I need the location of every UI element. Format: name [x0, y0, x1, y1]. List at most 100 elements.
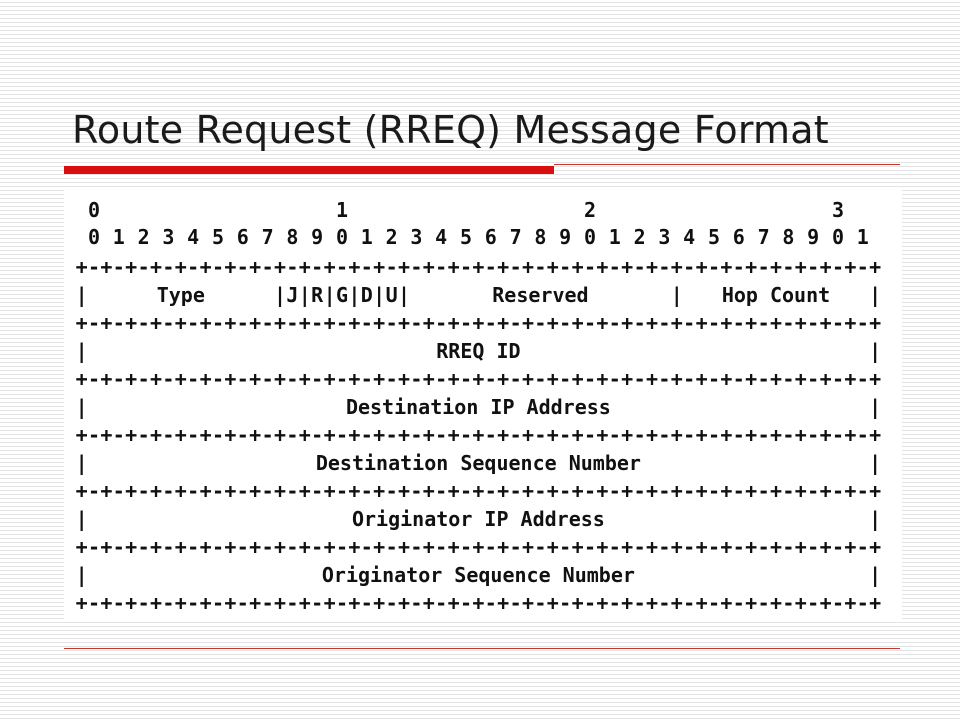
separator-plus: + [100, 255, 112, 279]
separator-dash: - [758, 255, 770, 279]
separator-plus: + [497, 479, 509, 503]
separator-plus: + [472, 311, 484, 335]
separator-plus: + [125, 591, 137, 615]
separator-dash: - [634, 367, 646, 391]
separator-plus: + [497, 367, 509, 391]
separator-plus: + [200, 367, 212, 391]
separator-dash: - [311, 479, 323, 503]
separator-dash: - [832, 591, 844, 615]
separator-plus: + [770, 255, 782, 279]
separator-plus: + [572, 311, 584, 335]
separator-plus: + [869, 591, 881, 615]
separator-plus: + [646, 535, 658, 559]
separator-dash: - [758, 423, 770, 447]
separator-plus: + [274, 311, 286, 335]
separator-dash: - [435, 423, 447, 447]
separator-plus: + [100, 311, 112, 335]
separator-plus: + [696, 535, 708, 559]
separator-dash: - [138, 423, 150, 447]
separator-plus: + [844, 423, 856, 447]
separator-plus: + [696, 423, 708, 447]
separator-dash: - [410, 423, 422, 447]
separator-plus: + [770, 479, 782, 503]
slide-title: Route Request (RREQ) Message Format [72, 108, 829, 152]
separator-dash: - [534, 591, 546, 615]
separator-plus: + [820, 535, 832, 559]
packet-row: ||Originator IP Address [76, 507, 882, 531]
separator-dash: - [683, 535, 695, 559]
separator-dash: - [510, 479, 522, 503]
separator-dash: - [361, 591, 373, 615]
separator-plus: + [547, 535, 559, 559]
separator-plus: + [497, 591, 509, 615]
separator-plus: + [869, 479, 881, 503]
separator-plus: + [770, 423, 782, 447]
row-separator: +-+-+-+-+-+-+-+-+-+-+-+-+-+-+-+-+-+-+-+-… [76, 591, 882, 615]
separator-plus: + [621, 423, 633, 447]
bit-number: 1 [113, 225, 125, 249]
separator-dash: - [534, 367, 546, 391]
separator-plus: + [373, 479, 385, 503]
packet-row: ||RREQ ID [76, 339, 882, 363]
separator-plus: + [423, 367, 435, 391]
separator-dash: - [435, 535, 447, 559]
bit-number: 3 [162, 225, 174, 249]
field-label: RREQ ID [436, 339, 520, 363]
field-label: Originator IP Address [352, 507, 605, 531]
separator-plus: + [76, 535, 88, 559]
separator-dash: - [187, 423, 199, 447]
separator-dash: - [138, 367, 150, 391]
separator-dash: - [237, 479, 249, 503]
separator-plus: + [621, 479, 633, 503]
separator-dash: - [832, 535, 844, 559]
separator-plus: + [348, 591, 360, 615]
separator-dash: - [708, 311, 720, 335]
separator-dash: - [609, 311, 621, 335]
separator-dash: - [113, 311, 125, 335]
bit-number: 9 [559, 225, 571, 249]
separator-plus: + [398, 591, 410, 615]
separator-dash: - [336, 479, 348, 503]
field-label: U [386, 283, 398, 307]
separator-dash: - [88, 535, 100, 559]
separator-dash: - [113, 255, 125, 279]
separator-plus: + [175, 423, 187, 447]
bit-number: 0 [336, 225, 348, 249]
separator-dash: - [857, 367, 869, 391]
separator-plus: + [621, 367, 633, 391]
separator-dash: - [559, 535, 571, 559]
separator-plus: + [100, 423, 112, 447]
separator-plus: + [671, 479, 683, 503]
separator-plus: + [249, 255, 261, 279]
separator-dash: - [460, 479, 472, 503]
separator-dash: - [237, 367, 249, 391]
separator-dash: - [410, 591, 422, 615]
separator-plus: + [175, 255, 187, 279]
separator-plus: + [696, 479, 708, 503]
field-boundary: | [869, 507, 881, 531]
separator-plus: + [572, 367, 584, 391]
separator-plus: + [249, 423, 261, 447]
separator-dash: - [485, 311, 497, 335]
separator-dash: - [683, 367, 695, 391]
field-label: Destination Sequence Number [316, 451, 641, 475]
separator-plus: + [125, 479, 137, 503]
separator-plus: + [745, 591, 757, 615]
field-label: G [336, 283, 348, 307]
separator-plus: + [100, 367, 112, 391]
separator-dash: - [187, 311, 199, 335]
bit-number: 2 [386, 225, 398, 249]
separator-dash: - [584, 423, 596, 447]
bit-number: 5 [708, 225, 720, 249]
separator-plus: + [720, 479, 732, 503]
separator-dash: - [782, 479, 794, 503]
separator-dash: - [460, 311, 472, 335]
separator-dash: - [634, 535, 646, 559]
separator-dash: - [683, 255, 695, 279]
separator-plus: + [324, 591, 336, 615]
separator-plus: + [76, 367, 88, 391]
separator-dash: - [336, 367, 348, 391]
separator-plus: + [795, 311, 807, 335]
separator-plus: + [472, 479, 484, 503]
